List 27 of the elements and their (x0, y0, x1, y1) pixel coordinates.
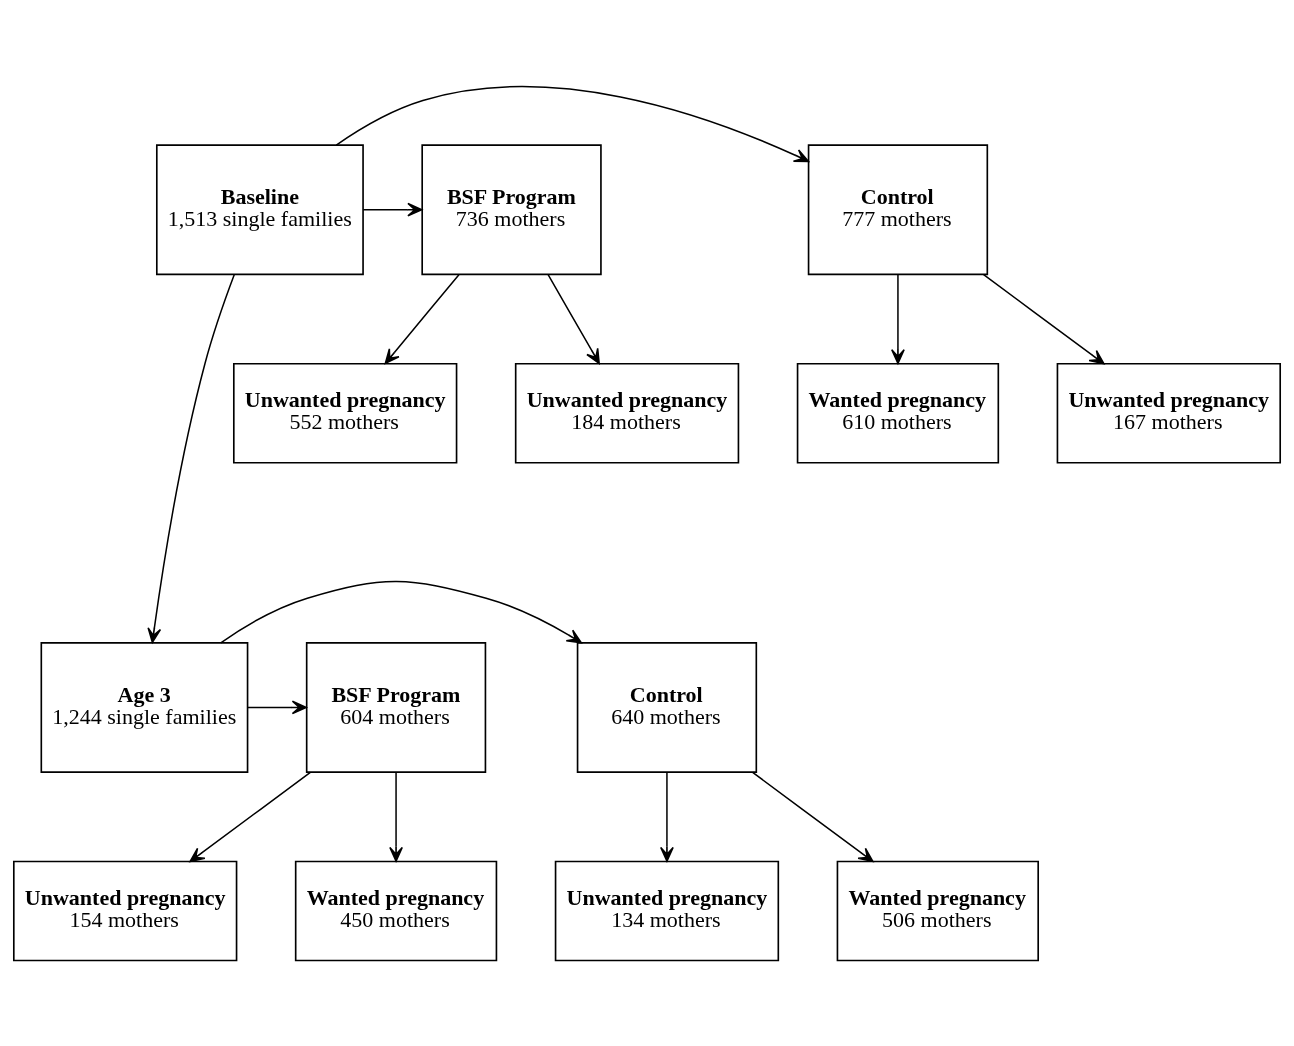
arrow (389, 771, 403, 862)
node-box: Unwanted pregnancy 167 mothers (1056, 362, 1281, 464)
node-box: Age 3 1,244 single families (40, 641, 249, 773)
node-box: Unwanted pregnancy 184 mothers (514, 362, 740, 464)
arrow (751, 771, 874, 862)
arrow (547, 273, 600, 364)
node-box: Control 640 mothers (576, 641, 758, 773)
arrow (362, 202, 423, 217)
node-box: Baseline 1,513 single families (156, 143, 364, 275)
node-box: Unwanted pregnancy 552 mothers (233, 362, 458, 464)
arrow (147, 273, 236, 643)
node-box: Wanted pregnancy 450 mothers (294, 860, 498, 961)
arrow (891, 273, 905, 364)
arrow (384, 273, 460, 364)
arrow (189, 771, 312, 862)
arrow (982, 273, 1105, 364)
node-box: Control 777 mothers (807, 143, 989, 275)
node-box: Unwanted pregnancy 154 mothers (13, 860, 238, 961)
arrow (246, 700, 307, 714)
arrow (660, 771, 674, 862)
node-box: BSF Program 604 mothers (305, 641, 487, 773)
node-box: Unwanted pregnancy 134 mothers (554, 860, 780, 961)
node-box: Wanted pregnancy 506 mothers (836, 860, 1039, 961)
node-box: BSF Program 736 mothers (421, 143, 602, 275)
arrow (335, 85, 810, 162)
node-box: Wanted pregnancy 610 mothers (796, 362, 1000, 464)
arrow (220, 580, 582, 644)
